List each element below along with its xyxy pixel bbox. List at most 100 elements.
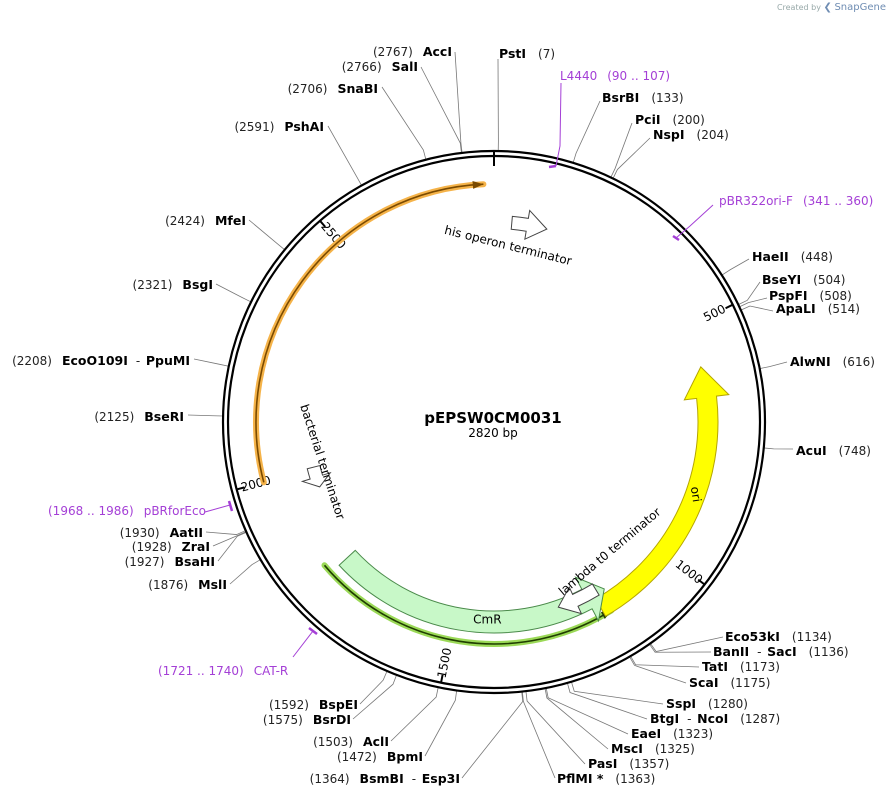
site-acui-label: AcuI(748) xyxy=(796,443,871,458)
site-leader-line xyxy=(572,100,601,163)
site-name: ScaI xyxy=(689,675,719,690)
site-name: AclI xyxy=(363,734,389,749)
primer-name: CAT-R xyxy=(254,664,289,678)
restriction-site-labels: PstI(7)BsrBI(133)PciI(200)NspI(204)HaeII… xyxy=(12,44,875,786)
site-bpmi-label: (1472)BpmI xyxy=(337,749,423,764)
primer-labels: L4440(90 .. 107)pBR322ori-F(341 .. 360)(… xyxy=(48,69,873,678)
orf-arcs xyxy=(253,180,615,647)
site-leader-line xyxy=(229,559,261,585)
site-leader-line xyxy=(545,687,629,735)
snapgene-logo-icon: ❮ xyxy=(823,2,832,13)
feature-lambda-t0-terminator-arrow xyxy=(557,583,600,615)
site-position: (133) xyxy=(651,91,683,105)
site-ecoo109i-label: (2208) EcoO109I-PpuMI xyxy=(12,353,190,368)
backbone-tick xyxy=(725,303,734,310)
site-name: PasI xyxy=(588,756,617,771)
site-position: (2208) xyxy=(12,354,52,368)
site-zrai-label: (1928)ZraI xyxy=(132,539,210,554)
site-leader-line xyxy=(763,447,794,450)
site-name: BanII xyxy=(713,644,749,659)
site-aatii-label: (1930)AatII xyxy=(120,525,203,540)
site-name: EcoO109I xyxy=(62,353,128,368)
site-position: (2706) xyxy=(288,82,328,96)
primer-pbrforeco-leader xyxy=(204,504,231,513)
site-name: Eco53kI xyxy=(725,629,780,644)
site-acli-label: (1503)AclI xyxy=(313,734,389,749)
site-name: HaeII xyxy=(752,249,789,264)
site-leader-line xyxy=(739,297,768,308)
site-pcii-label: PciI(200) xyxy=(635,112,705,127)
primer-range: (1721 .. 1740) xyxy=(158,664,244,678)
site-bsahi-label: (1927) BsaHI xyxy=(125,554,215,569)
site-leader-line xyxy=(352,674,397,720)
site-leader-line xyxy=(420,66,462,154)
site-name: AlwNI xyxy=(790,354,831,369)
site-name: MfeI xyxy=(215,213,246,228)
site-position: (508) xyxy=(820,289,852,303)
backbone-tick xyxy=(236,486,245,491)
primer-pbr322ori-f-leader xyxy=(675,204,714,239)
site-haeii-label: HaeII(448) xyxy=(752,249,833,264)
site-position: (204) xyxy=(697,128,729,142)
site-name-2: SacI xyxy=(767,644,797,659)
site-bsgi-label: (2321)BsgI xyxy=(133,277,213,292)
site-pasi-label: PasI(1357) xyxy=(588,756,669,771)
site-position: (1927) xyxy=(125,555,165,569)
feature-ori-arrow xyxy=(594,366,730,617)
site-dash: - xyxy=(136,354,140,368)
site-banii-label: BanII-SacI (1136) xyxy=(713,644,849,659)
site-bspei-label: (1592)BspEI xyxy=(269,697,358,712)
site-leader-line xyxy=(650,636,724,652)
leader-lines xyxy=(187,51,794,779)
site-pshai-label: (2591)PshAI xyxy=(234,119,324,134)
site-name: ZraI xyxy=(182,539,210,554)
site-leader-line xyxy=(248,219,285,251)
site-name: PshAI xyxy=(284,119,324,134)
site-leader-line xyxy=(566,682,648,720)
site-name: BseYI xyxy=(762,272,801,287)
site-position: (1280) xyxy=(708,697,748,711)
site-position: (1175) xyxy=(731,676,771,690)
site-leader-line xyxy=(544,688,609,750)
site-leader-line xyxy=(610,122,633,178)
site-leader-line xyxy=(461,691,524,779)
map-center: pEPSW0CM0031 2820 bp xyxy=(424,409,561,440)
site-name: PspFI xyxy=(769,288,808,303)
site-position: (504) xyxy=(813,273,845,287)
site-pflmi-label: PflMI *(1363) xyxy=(557,771,655,786)
snapgene-credit: Created by ❮ SnapGene xyxy=(777,2,886,13)
site-eco53ki-label: Eco53kI(1134) xyxy=(725,629,832,644)
site-name: AatII xyxy=(170,525,203,540)
backbone-tick-label: 1500 xyxy=(435,647,455,680)
site-position: (514) xyxy=(828,302,860,316)
orf-arc xyxy=(323,564,612,645)
backbone-tick xyxy=(697,578,706,586)
site-msci-label: MscI(1325) xyxy=(611,741,695,756)
site-mfei-label: (2424) MfeI xyxy=(165,213,246,228)
site-name: EaeI xyxy=(631,726,661,741)
site-leader-line xyxy=(359,670,388,705)
site-leader-line xyxy=(205,530,246,535)
primer-range: (90 .. 107) xyxy=(607,69,670,83)
plasmid-name: pEPSW0CM0031 xyxy=(424,409,561,427)
orf-arc xyxy=(255,183,484,483)
primer-l4440-mark xyxy=(548,164,557,169)
site-leader-line xyxy=(721,258,750,276)
site-leader-line xyxy=(630,655,700,668)
site-position: (2424) xyxy=(165,214,205,228)
site-name: BsaHI xyxy=(174,554,215,569)
site-leader-line xyxy=(612,137,651,179)
site-leader-line xyxy=(521,691,556,779)
site-name: BsrBI xyxy=(602,90,639,105)
feature-his-operon-terminator-arrow xyxy=(510,209,548,240)
site-position: (1136) xyxy=(809,645,849,659)
site-name: MscI xyxy=(611,741,643,756)
primer-l4440-label: L4440(90 .. 107) xyxy=(560,69,670,83)
feature-his-operon-terminator-label: his operon terminator xyxy=(443,223,573,268)
site-name-2: PpuMI xyxy=(146,353,190,368)
site-position: (2766) xyxy=(342,60,382,74)
site-name: AcuI xyxy=(796,443,827,458)
site-leader-line xyxy=(740,305,774,312)
site-name: SspI xyxy=(666,696,696,711)
site-dash: - xyxy=(757,645,761,659)
